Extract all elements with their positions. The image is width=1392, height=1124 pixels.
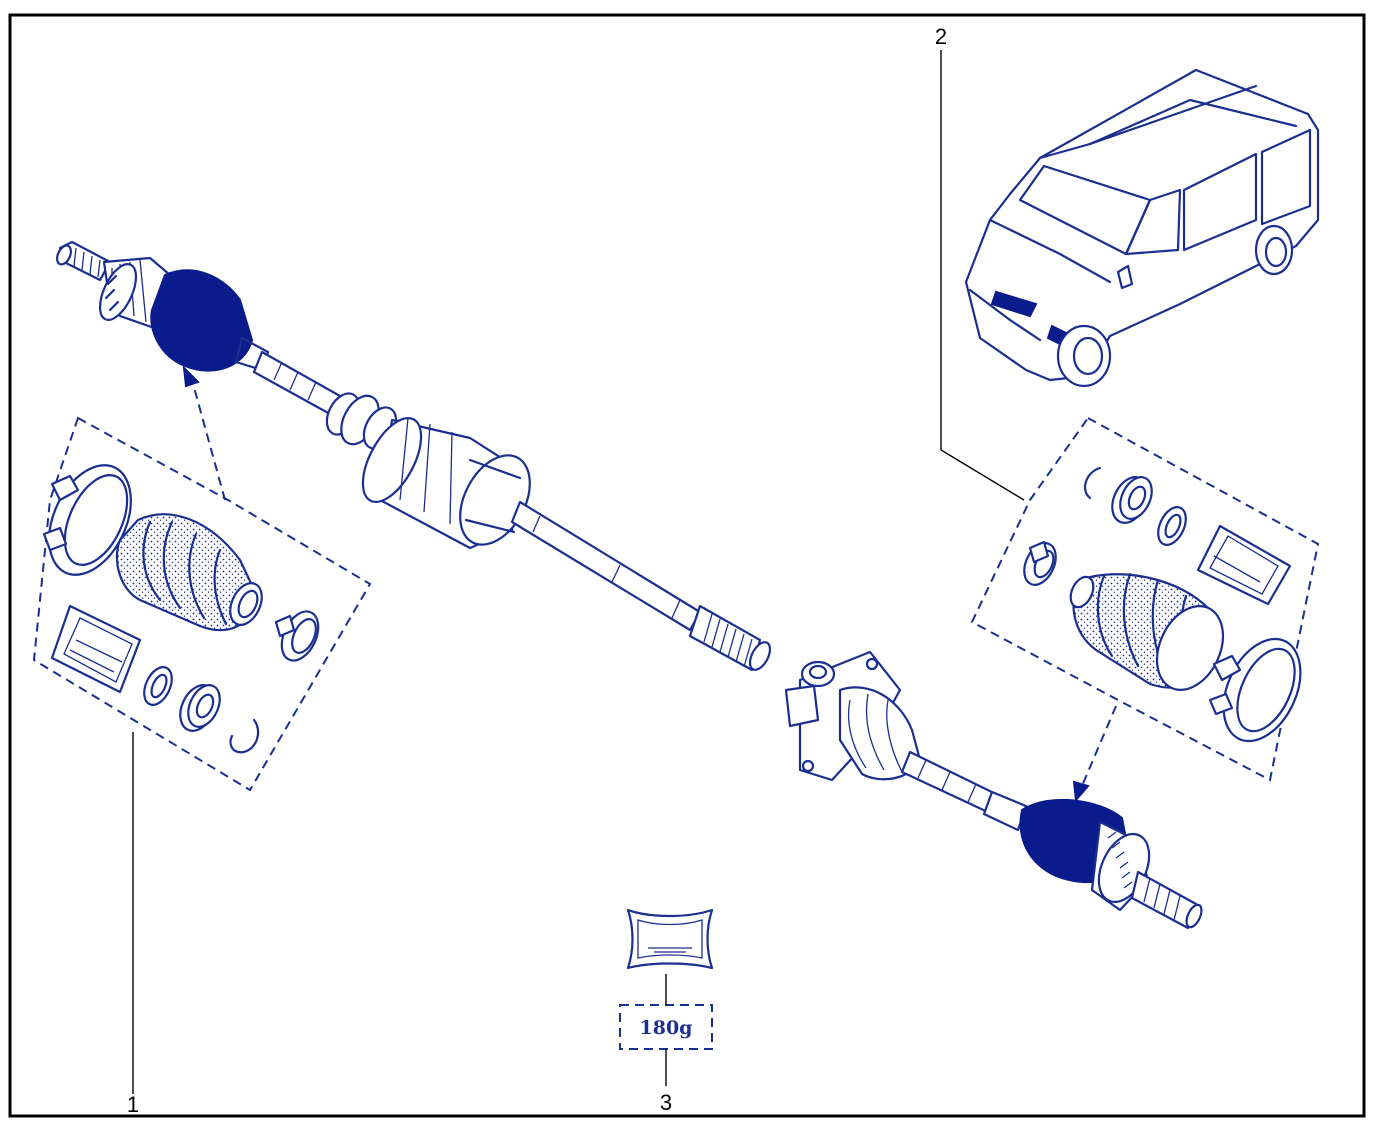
kit2-boot <box>1069 572 1225 691</box>
kit2-outline <box>970 416 1320 782</box>
main-driveshaft <box>56 240 772 672</box>
kit1-bearing <box>179 684 221 732</box>
kit1-boot <box>115 513 263 632</box>
kit2-circlip <box>1083 466 1102 500</box>
kit1-large-clamp <box>42 464 132 576</box>
outer-stub-spline <box>56 240 112 282</box>
inner-spline <box>703 613 772 671</box>
outer-boot <box>150 269 254 372</box>
kit1-outline <box>32 416 372 792</box>
grease-sachet-item3 <box>626 908 714 970</box>
second-driveshaft <box>784 650 1203 930</box>
kit1-grease-sachet <box>50 604 142 694</box>
kit2-small-clamp <box>1023 540 1057 586</box>
leader-line-2 <box>940 50 1025 501</box>
kit1-small-clamp <box>274 610 320 662</box>
repair-kit-1 <box>32 416 372 792</box>
second-shaft <box>900 750 1002 816</box>
callout-2: 2 <box>935 24 947 49</box>
kit2-o-ring <box>1157 506 1187 546</box>
shaft-segment-outer <box>252 350 342 416</box>
kit2-bearing <box>1111 476 1153 524</box>
inner-flange-joint <box>784 650 922 782</box>
kit1-o-ring <box>143 666 173 706</box>
diagram-frame <box>8 13 1366 1118</box>
kit2-grease-sachet <box>1196 524 1292 606</box>
kit1-circlip <box>229 718 260 754</box>
kit2-pointer-arrow <box>1072 705 1117 803</box>
van-illustration <box>964 68 1320 388</box>
grease-quantity-label: 180g <box>640 1017 693 1039</box>
second-stub-spline <box>1130 870 1203 930</box>
intermediate-shaft <box>510 500 702 632</box>
callout-1: 1 <box>127 1092 139 1117</box>
callout-3: 3 <box>660 1090 672 1115</box>
repair-kit-2 <box>970 416 1320 782</box>
kit1-pointer-arrow <box>182 365 226 501</box>
kit2-large-clamp <box>1208 637 1302 743</box>
